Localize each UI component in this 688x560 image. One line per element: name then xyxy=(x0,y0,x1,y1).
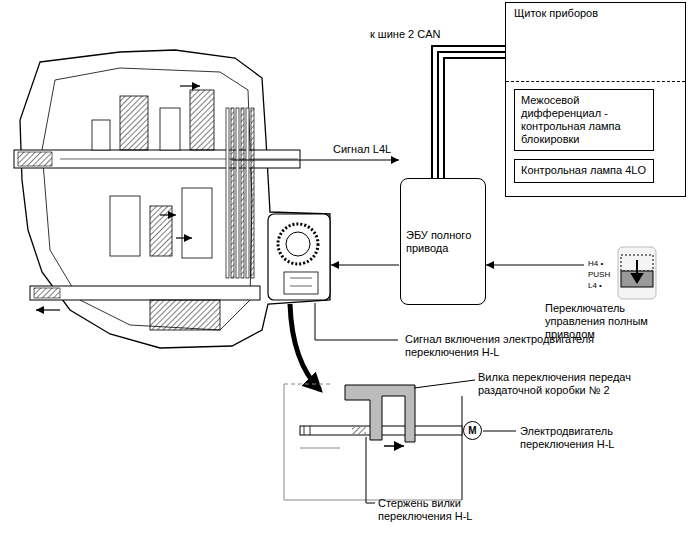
ecu-box: ЭБУ полного привода xyxy=(400,178,486,305)
connector xyxy=(486,265,584,266)
flow-arrow xyxy=(176,237,192,238)
input-shaft xyxy=(14,150,300,168)
instrument-panel: Межосевой дифференциал - контрольная лам… xyxy=(505,2,686,197)
switch-icon: H4 •PUSHL4 • xyxy=(584,246,658,300)
gear xyxy=(160,108,180,150)
leader-line xyxy=(315,303,398,340)
switch-position: H4 • xyxy=(588,258,618,269)
connector-pin xyxy=(290,286,312,287)
indicator-box: Межосевой дифференциал - контрольная лам… xyxy=(514,89,654,151)
gear xyxy=(182,188,212,258)
housing xyxy=(20,50,330,348)
shaft-splines xyxy=(18,152,52,166)
switch-arrow xyxy=(632,260,642,282)
clutch-pack xyxy=(226,108,254,278)
connector-line xyxy=(444,58,505,178)
flow-arrow xyxy=(180,85,200,86)
leader-line xyxy=(366,437,375,503)
motor-signal-wire xyxy=(331,264,399,265)
gear xyxy=(110,196,140,256)
connector-line xyxy=(438,52,505,178)
shaft-axis xyxy=(60,159,298,160)
gear xyxy=(150,206,172,256)
motor-symbol: M xyxy=(463,421,482,440)
part-label: Сигнал включения электродвигателя перекл… xyxy=(405,333,627,359)
gear xyxy=(120,96,148,150)
actuator-gear-hub xyxy=(286,232,310,256)
switch-icon-graphic xyxy=(617,246,657,300)
panel-title: Щиток приборов xyxy=(514,7,677,20)
connector-line xyxy=(486,264,584,265)
switch-position: PUSH xyxy=(588,269,618,280)
output-splines xyxy=(34,288,60,298)
part-label: Сигнал L4L xyxy=(333,143,405,156)
part-label: к шине 2 CAN xyxy=(370,28,482,41)
detail-view xyxy=(284,384,462,500)
motor-letter: M xyxy=(468,424,476,437)
connector-pin xyxy=(290,278,312,279)
panel-separator xyxy=(506,81,685,82)
part-label: Электродвигатель переключения H-L xyxy=(520,425,682,451)
leader-line xyxy=(414,380,475,388)
connector-line xyxy=(432,46,505,178)
signal-wire-l4l xyxy=(232,159,399,160)
gear xyxy=(92,120,110,150)
gear xyxy=(190,90,214,150)
sprocket xyxy=(150,300,220,330)
box-text: Контрольная лампа 4LO xyxy=(521,164,647,177)
switch-body xyxy=(618,247,656,299)
flow-arrow xyxy=(160,214,176,215)
leader-line xyxy=(483,431,516,432)
detail-arrow xyxy=(290,304,320,390)
flow-arrow xyxy=(36,309,60,310)
box-text: ЭБУ полного привода xyxy=(406,229,480,255)
actuator-gear xyxy=(278,224,318,264)
part-label: Вилка переключения передач раздаточной к… xyxy=(478,371,660,397)
indicator-box: Контрольная лампа 4LO xyxy=(514,159,654,183)
part-label: Стержень вилки переключения H-L xyxy=(378,497,528,523)
connector xyxy=(432,46,505,178)
box-text: Межосевой дифференциал - контрольная лам… xyxy=(521,94,647,146)
switch-position: L4 • xyxy=(588,280,618,291)
actuator-connector xyxy=(284,272,318,294)
output-shaft xyxy=(30,286,260,300)
actuator-housing xyxy=(268,214,330,300)
